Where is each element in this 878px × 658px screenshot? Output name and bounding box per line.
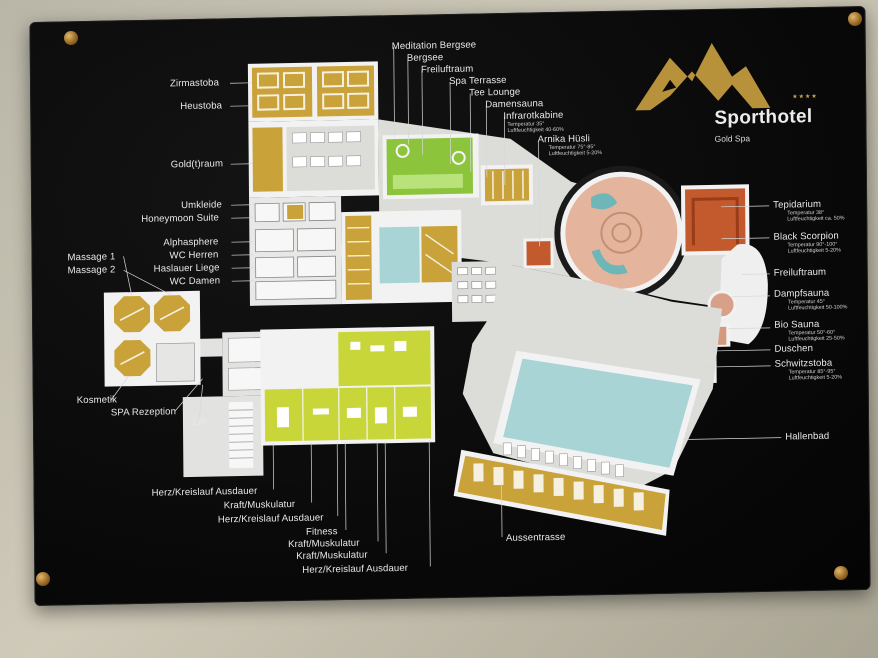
label-kosmetik: Kosmetik bbox=[76, 394, 118, 407]
freiluftraum-right-area bbox=[718, 244, 768, 345]
arnika-humidity: Luftfeuchtigkeit 5-20% bbox=[548, 150, 603, 158]
label-fitness: Fitness bbox=[305, 526, 338, 538]
label-zirmastoba: Zirmastoba bbox=[169, 77, 220, 90]
label-fitness-herz-kreislauf-3: Herz/Kreislauf Ausdauer bbox=[302, 562, 409, 576]
label-wc-herren: WC Herren bbox=[169, 249, 219, 262]
hotel-stars: ★★★★ bbox=[792, 93, 818, 101]
label-fitness-herz-kreislauf-1: Herz/Kreislauf Ausdauer bbox=[151, 485, 258, 499]
goldtraum-area bbox=[248, 119, 380, 198]
label-fitness-kraft-3: Kraft/Muskulatur bbox=[296, 549, 368, 562]
label-fitness-kraft-1: Kraft/Muskulatur bbox=[223, 498, 296, 512]
label-heustoba: Heustoba bbox=[180, 100, 223, 113]
bio-sauna-humidity: Luftfeuchtigkeit 25-50% bbox=[788, 335, 845, 343]
label-freiluftraum-right: Freiluftraum bbox=[773, 266, 827, 279]
label-lift: Lift bbox=[192, 416, 207, 428]
aussentrasse-deck bbox=[453, 449, 670, 536]
sporthotel-logo-mountains-icon bbox=[635, 42, 771, 111]
schwitzstoba-humidity: Luftfeuchtigkeit 5-20% bbox=[788, 374, 843, 382]
label-fitness-kraft-2: Kraft/Muskulatur bbox=[288, 537, 360, 551]
dampfsauna-humidity: Luftfeuchtigkeit 50-100% bbox=[788, 304, 848, 312]
label-freiluftraum-top: Freiluftraum bbox=[420, 63, 474, 76]
screw-top-right-icon bbox=[848, 12, 862, 26]
screw-top-left-icon bbox=[64, 31, 78, 45]
black-scorpion-room bbox=[680, 184, 750, 256]
spa-floor-plan bbox=[103, 42, 782, 567]
pool-loungers bbox=[502, 442, 624, 478]
label-infrarotkabine: Infrarotkabine bbox=[503, 109, 564, 122]
label-alphasphere: Alphasphere bbox=[163, 236, 219, 249]
tepidarium-round bbox=[554, 165, 689, 300]
brand-subtitle: Gold Spa bbox=[714, 133, 751, 144]
label-umkleide: Umkleide bbox=[181, 199, 222, 212]
label-wc-damen: WC Damen bbox=[169, 275, 221, 288]
brand-name: Sporthotel bbox=[714, 106, 813, 129]
label-honeymoon-suite: Honeymoon Suite bbox=[141, 212, 220, 225]
arnika-huesli bbox=[523, 238, 554, 269]
black-scorpion-humidity: Luftfeuchtigkeit 5-20% bbox=[787, 247, 841, 255]
label-tee-lounge: Tee Lounge bbox=[469, 86, 521, 99]
tepidarium-humidity: Luftfeuchtigkeit ca. 50% bbox=[787, 215, 845, 223]
label-duschen: Duschen bbox=[774, 343, 814, 355]
hallenbad-pool bbox=[493, 350, 701, 476]
leader-lines bbox=[110, 47, 782, 567]
stairs-lift bbox=[182, 395, 264, 478]
label-massage-1: Massage 1 bbox=[67, 251, 116, 264]
label-spa-rezeption: SPA Rezeption bbox=[110, 406, 177, 419]
label-fitness-herz-kreislauf-2: Herz/Kreislauf Ausdauer bbox=[217, 512, 324, 526]
tee-lounge-area bbox=[480, 164, 534, 206]
screw-bottom-left-icon bbox=[36, 572, 50, 586]
haslauer-liege-area bbox=[341, 209, 462, 305]
zirmastoba-heustoba-rooms bbox=[247, 61, 379, 122]
massage-rooms bbox=[103, 290, 201, 387]
label-hallenbad: Hallenbad bbox=[785, 430, 830, 443]
label-spa-terrasse: Spa Terrasse bbox=[448, 74, 507, 88]
screw-bottom-right-icon bbox=[834, 566, 848, 580]
infrarot-humidity: Luftfeuchtigkeit 40-60% bbox=[507, 126, 564, 134]
label-haslauer-liege: Haslauer Liege bbox=[153, 262, 220, 275]
floor-plan-board: ★★★★ Sporthotel Gold Spa Zirmastoba Heus… bbox=[29, 6, 871, 606]
label-aussentrasse: Aussentrasse bbox=[505, 531, 566, 544]
wellness-rooms-block bbox=[249, 196, 342, 306]
label-bergsee: Bergsee bbox=[406, 52, 444, 64]
label-damensauna: Damensauna bbox=[485, 98, 544, 111]
label-bio-sauna: Bio Sauna bbox=[774, 318, 820, 331]
fitness-area bbox=[260, 326, 436, 446]
label-goldtraum: Gold(t)raum bbox=[170, 158, 224, 171]
label-meditation-bergsee: Meditation Bergsee bbox=[391, 39, 477, 53]
label-massage-2: Massage 2 bbox=[67, 264, 116, 277]
